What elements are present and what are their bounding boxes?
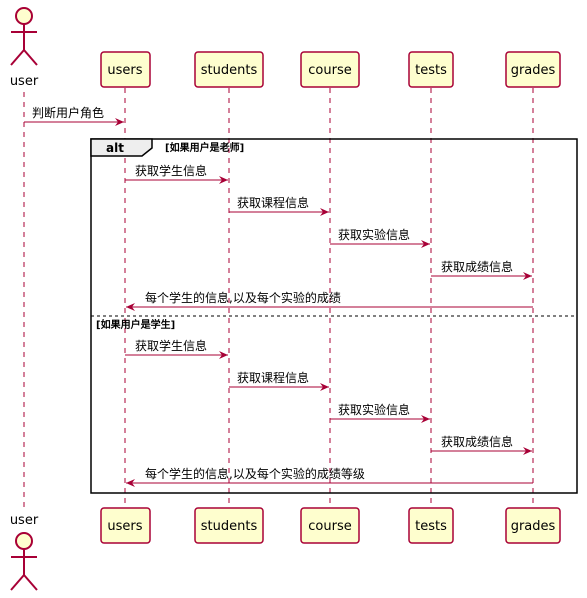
actor-leg-left — [10, 574, 25, 591]
alt-keyword: alt — [106, 141, 124, 155]
reply-label: 每个学生的信息,以及每个实验的成绩等级 — [145, 466, 365, 481]
branch2-messages: 获取学生信息 获取课程信息 获取实验信息 获取成绩信息 每个学生的信息,以及每个… — [125, 338, 533, 487]
participants-top: users students course tests grades — [100, 51, 561, 88]
participant-label-course: course — [308, 63, 351, 78]
branch1-messages: 获取学生信息 获取课程信息 获取实验信息 获取成绩信息 每个学生的信息,以及每个… — [125, 163, 533, 311]
participants-bottom: users students course tests grades — [100, 507, 561, 544]
message-label: 获取学生信息 — [135, 163, 207, 178]
message-label: 判断用户角色 — [32, 105, 104, 120]
participant-box-tests — [408, 507, 454, 544]
participant-box-grades — [505, 507, 561, 544]
actor-leg-right — [23, 49, 38, 66]
actor-top — [10, 7, 38, 66]
actor-head — [15, 7, 33, 25]
participant-box-users — [100, 507, 151, 544]
message-label: 获取学生信息 — [135, 338, 207, 353]
participant-label-users: users — [107, 63, 142, 78]
participant-box-grades — [505, 51, 561, 88]
participant-box-students — [194, 507, 264, 544]
participant-label-tests: tests — [415, 63, 447, 78]
participant-label-grades: grades — [511, 63, 556, 78]
participant-box-users — [100, 51, 151, 88]
participant-box-students — [194, 51, 264, 88]
message-label: 获取成绩信息 — [441, 434, 513, 449]
alt-frame-tab — [90, 138, 153, 157]
participant-box-tests — [408, 51, 454, 88]
message-label: 获取课程信息 — [237, 370, 309, 385]
participant-box-course — [300, 51, 360, 88]
actor-leg-right — [23, 574, 38, 591]
actor-bottom — [10, 532, 38, 591]
actor-head — [15, 532, 33, 550]
participant-label-students: students — [201, 519, 258, 534]
message-label: 获取实验信息 — [338, 402, 410, 417]
participant-label-students: students — [201, 63, 258, 78]
lifelines — [23, 88, 534, 508]
participant-box-course — [300, 507, 360, 544]
reply-label: 每个学生的信息,以及每个实验的成绩 — [145, 290, 341, 305]
message-label: 获取实验信息 — [338, 227, 410, 242]
actor-label-bottom: user — [10, 513, 39, 528]
participant-label-course: course — [308, 519, 351, 534]
alt-frame: alt [如果用户是老师] [如果用户是学生] — [90, 138, 578, 494]
participant-label-grades: grades — [511, 519, 556, 534]
participant-label-tests: tests — [415, 519, 447, 534]
alt-condition-1: [如果用户是老师] — [165, 141, 244, 154]
alt-condition-2: [如果用户是学生] — [96, 318, 175, 331]
actor-label-top: user — [10, 74, 39, 89]
message-label: 获取课程信息 — [237, 195, 309, 210]
participant-label-users: users — [107, 519, 142, 534]
message-label: 获取成绩信息 — [441, 259, 513, 274]
actor-leg-left — [10, 49, 25, 66]
